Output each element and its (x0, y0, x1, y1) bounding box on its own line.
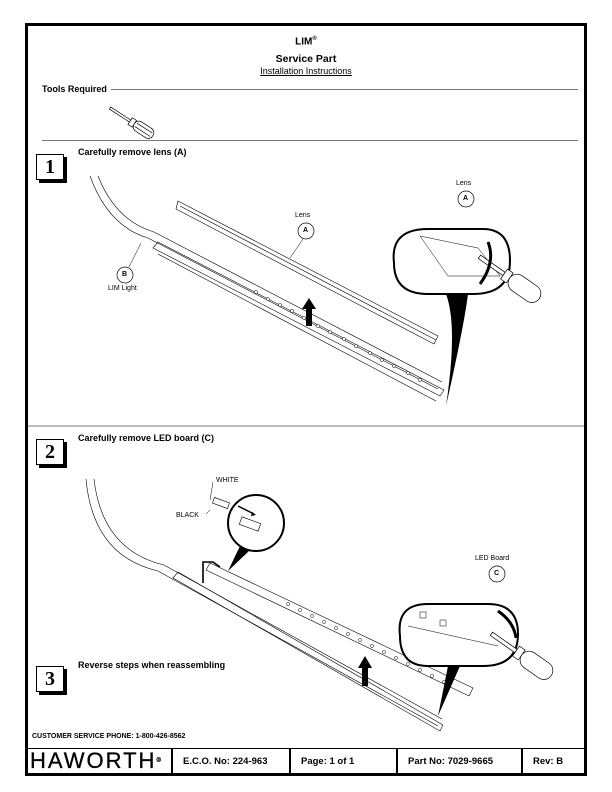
illustrations (28, 106, 584, 732)
lim-light-rail-step1 (89, 175, 445, 402)
step-number-2: 2 (36, 439, 64, 465)
led-holes-step2 (286, 602, 446, 684)
led-holes-step1 (254, 290, 422, 382)
product-name: LIM® (295, 36, 317, 48)
page-number: Page: 1 of 1 (291, 749, 398, 773)
callout-lens-detail-label: Lens (456, 180, 472, 187)
section-divider-tools (42, 140, 578, 141)
screwdriver-detail-step2 (489, 631, 554, 680)
step-1-instruction: Carefully remove lens (A) (78, 147, 187, 157)
callout-b-circle (116, 266, 134, 284)
callout-led-board-label: LED Board (475, 555, 510, 562)
document-title: Service Part (275, 53, 337, 65)
step-2-instruction: Carefully remove LED board (C) (78, 433, 215, 443)
step-number-1: 1 (36, 154, 64, 180)
lens-step1 (175, 200, 439, 345)
callout-a-detail-circle (457, 190, 475, 208)
customer-service-phone: CUSTOMER SERVICE PHONE: 1-800-426-8562 (32, 733, 186, 740)
step-number-3: 3 (36, 666, 64, 692)
tools-divider (42, 89, 578, 90)
document-frame: LIM® Service Part Installation Instructi… (25, 23, 587, 776)
wire-black-label: BLACK (176, 512, 199, 519)
callout-a-letter: A (303, 227, 309, 234)
lim-light-rail-step2 (85, 478, 444, 732)
callout-a-circle (297, 222, 315, 240)
title-block: HAWORTH® E.C.O. No: 224-963 Page: 1 of 1… (28, 748, 584, 773)
lift-arrow-step1 (302, 298, 316, 326)
lift-arrow-step2 (358, 656, 372, 686)
screwdriver-detail-step1 (477, 254, 542, 303)
screwdriver-icon (108, 106, 155, 139)
callout-c-circle (488, 565, 506, 583)
callout-lim-light-label: LIM Light (108, 285, 137, 292)
haworth-logo: HAWORTH® (28, 748, 173, 773)
detail-view-step1 (392, 190, 542, 406)
led-board-step2 (205, 562, 474, 697)
connector-detail-step2 (205, 481, 285, 571)
wire-step2 (202, 561, 221, 583)
document-subtitle: Installation Instructions (260, 66, 352, 76)
callout-b-letter: B (122, 271, 128, 278)
eco-number: E.C.O. No: 224-963 (173, 749, 291, 773)
callout-a-detail-letter: A (463, 195, 469, 202)
callout-c-letter: C (494, 570, 500, 577)
callout-lens-label: Lens (295, 212, 311, 219)
step-3-instruction: Reverse steps when reassembling (78, 660, 226, 670)
revision: Rev: B (533, 755, 564, 767)
detail-view-step2 (398, 565, 554, 716)
tools-required-label: Tools Required (42, 84, 111, 94)
wire-white-label: WHITE (216, 477, 239, 484)
part-number: Part No: 7029-9665 (398, 749, 523, 773)
